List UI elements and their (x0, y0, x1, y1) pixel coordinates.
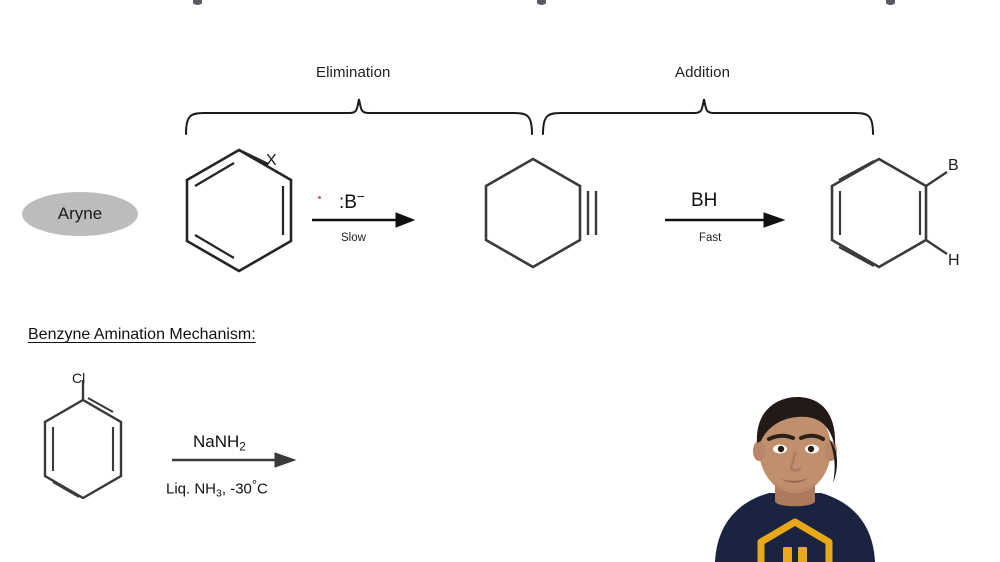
step1-rate-label: Slow (341, 232, 366, 244)
reaction-arrow-1 (312, 212, 416, 228)
reaction-arrow-2 (665, 212, 786, 228)
step1-reagent-text: :B (339, 191, 357, 213)
elimination-label: Elimination (316, 64, 391, 81)
substituent-label-h: H (948, 252, 960, 269)
conditions-solvent-sub: 3 (216, 487, 222, 500)
mechanism-conditions-below: Liq. NH3, -30°C (166, 477, 268, 499)
reactant-halobenzene-structure (185, 148, 293, 273)
chlorobenzene-structure (43, 380, 123, 500)
cropped-text-remnant (193, 0, 202, 5)
presenter-video-overlay (697, 391, 893, 562)
elimination-brace (185, 98, 533, 135)
annotation-dot (318, 196, 321, 199)
reagent-nanh2-sub: 2 (239, 439, 246, 454)
substituent-label-x: X (266, 152, 277, 169)
mechanism-reagent-above: NaNH2 (193, 432, 246, 453)
cropped-text-remnant (886, 0, 895, 5)
shirt-logo-inner (783, 547, 807, 562)
reagent-nanh2-text: NaNH (193, 432, 240, 451)
step1-reagent-charge: − (356, 189, 365, 204)
presenter-figure (697, 391, 893, 562)
conditions-solvent-text: Liq. NH (166, 480, 217, 498)
product-structure (830, 157, 948, 269)
step2-rate-label: Fast (699, 232, 722, 244)
conditions-temp-unit: C (257, 480, 268, 498)
substituent-label-b: B (948, 157, 959, 174)
aryne-badge: Aryne (22, 192, 138, 236)
shirt-hexagon-logo (757, 518, 833, 562)
presenter-hair (756, 397, 836, 447)
addition-label: Addition (675, 64, 731, 81)
cropped-text-remnant (537, 0, 546, 5)
step1-reagent: :B− (339, 189, 365, 214)
mechanism-heading: Benzyne Amination Mechanism: (28, 326, 256, 343)
presenter-shirt (715, 493, 875, 562)
conditions-temp-text: , -30 (221, 480, 252, 498)
presenter-face (759, 405, 831, 493)
mechanism-reaction-arrow (172, 452, 297, 468)
substituent-label-cl: Cl (72, 370, 86, 386)
intermediate-benzyne-structure (484, 157, 598, 269)
addition-brace (542, 98, 874, 135)
aryne-label: Aryne (57, 204, 103, 223)
step2-reagent: BH (691, 190, 718, 211)
conditions-degree-symbol: ° (251, 477, 257, 492)
